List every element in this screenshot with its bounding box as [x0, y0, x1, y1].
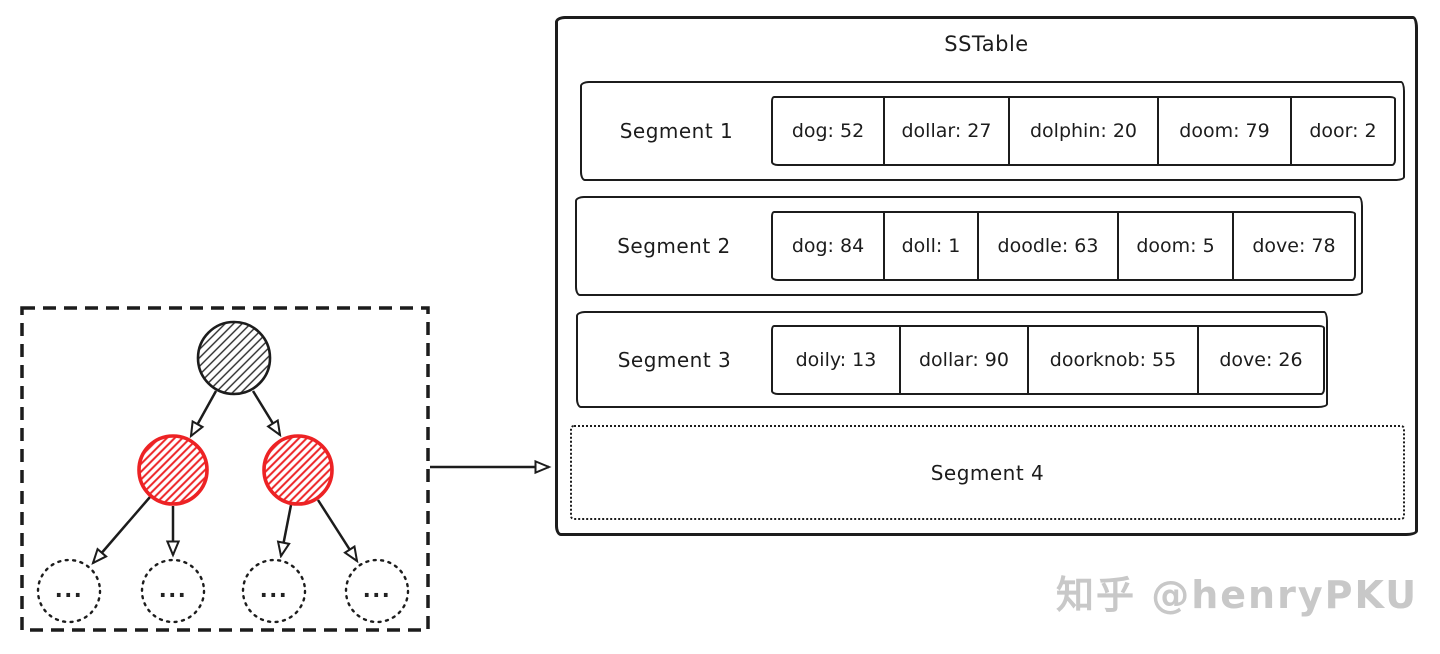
leaf-ellipsis-label: ... — [159, 578, 187, 602]
edge-left-child-to-leaf-1 — [93, 496, 151, 563]
tree-leaf-node-2 — [140, 558, 206, 624]
tree-leaf-node-4 — [344, 558, 410, 624]
edge-right-child-to-leaf-4 — [316, 499, 357, 561]
segment-3-cells: doily: 13 dollar: 90 doorknob: 55 dove: … — [771, 324, 1325, 395]
kv-cell: dollar: 90 — [899, 326, 1027, 393]
edge-root-to-left-child — [191, 390, 218, 436]
segment-row-4: Segment 4 — [570, 425, 1405, 520]
kv-cell: dove: 26 — [1197, 326, 1323, 393]
kv-cell: dolphin: 20 — [1008, 98, 1157, 164]
segment-row-3: Segment 3 doily: 13 dollar: 90 doorknob:… — [576, 311, 1328, 408]
leaf-ellipsis-label: ... — [55, 578, 83, 602]
segment-row-2: Segment 2 dog: 84 doll: 1 doodle: 63 doo… — [575, 196, 1363, 296]
kv-cell: doom: 79 — [1157, 98, 1290, 164]
kv-cell: dollar: 27 — [883, 98, 1008, 164]
segment-1-cells: dog: 52 dollar: 27 dolphin: 20 doom: 79 … — [771, 96, 1396, 166]
segment-2-label: Segment 2 — [617, 234, 731, 258]
kv-cell: dove: 78 — [1232, 213, 1354, 279]
kv-cell: dog: 84 — [791, 235, 865, 257]
leaf-ellipsis-label: ... — [260, 578, 288, 602]
sstable-title: SSTable — [944, 32, 1029, 56]
segment-4-label: Segment 4 — [930, 460, 1045, 485]
memtable-box — [20, 306, 430, 632]
tree-right-child-node — [262, 434, 334, 506]
segment-row-1: Segment 1 dog: 52 dollar: 27 dolphin: 20… — [580, 81, 1405, 181]
kv-cell: doily: 13 — [795, 348, 877, 371]
kv-cell: door: 2 — [1290, 98, 1394, 164]
segment-1-label: Segment 1 — [619, 119, 734, 143]
segment-3-label: Segment 3 — [617, 347, 732, 372]
kv-cell: doll: 1 — [883, 213, 977, 279]
kv-cell: doorknob: 55 — [1027, 326, 1197, 393]
sstable-box: SSTable Segment 1 dog: 52 dollar: 27 dol… — [555, 16, 1418, 536]
tree-leaf-node-1 — [36, 558, 102, 624]
tree-left-child-node — [137, 434, 209, 506]
edge-root-to-right-child — [251, 390, 280, 435]
edge-right-child-to-leaf-3 — [281, 504, 293, 556]
memtable-tree-diagram: ... ... ... ... — [20, 306, 560, 632]
segment-2-cells: dog: 84 doll: 1 doodle: 63 doom: 5 dove:… — [771, 211, 1356, 281]
kv-cell: doom: 5 — [1117, 213, 1232, 279]
tree-leaf-node-3 — [241, 558, 307, 624]
leaf-ellipsis-label: ... — [363, 578, 391, 602]
kv-cell: dog: 52 — [791, 120, 865, 142]
kv-cell: doodle: 63 — [977, 213, 1117, 279]
watermark: 知乎 @henryPKU — [1056, 573, 1419, 617]
tree-root-node — [196, 320, 272, 396]
